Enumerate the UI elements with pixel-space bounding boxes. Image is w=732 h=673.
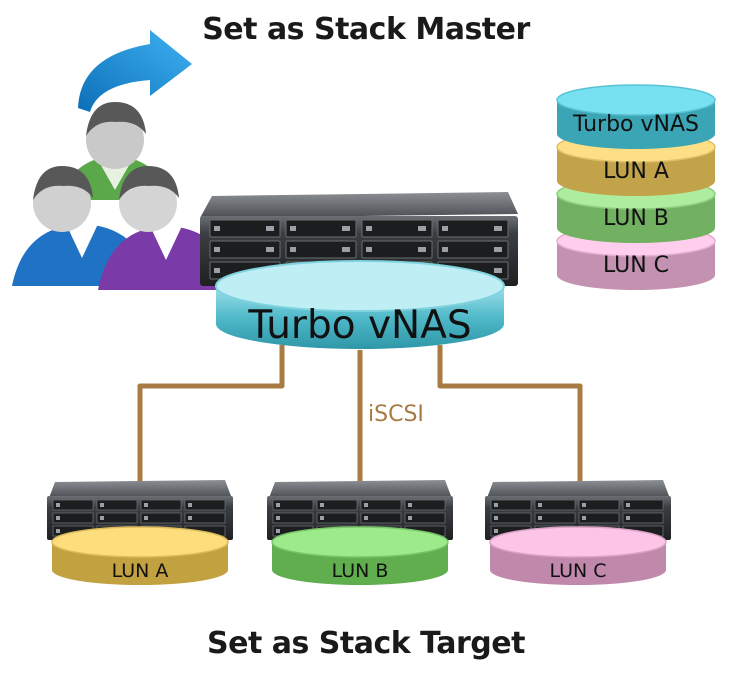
volume-disk-label: Turbo vNAS [572,112,699,137]
arrow-curve-icon [78,30,192,112]
target-servers: LUN A LUN B LUN C [47,480,671,585]
iscsi-cables [137,345,583,488]
master-disk-label: Turbo vNAS [247,303,471,348]
target-disk-label: LUN C [549,560,606,582]
iscsi-label: iSCSI [368,402,424,427]
drive-bay [209,240,281,259]
drive-bay [285,219,357,238]
users-group-icon [12,102,238,290]
target-server: LUN C [485,480,671,585]
master-disk: Turbo vNAS [215,260,505,349]
target-server: LUN B [267,480,453,585]
volume-disk: Turbo vNAS [556,84,716,149]
target-server: LUN A [47,480,233,585]
iscsi-cable [137,345,285,488]
target-disk-label: LUN A [112,560,169,582]
drive-bay [361,219,433,238]
drive-bay [285,240,357,259]
drive-bay [437,240,509,259]
stack-master-title: Set as Stack Master [202,12,530,47]
volume-disk-label: LUN C [603,253,669,278]
volume-disk-label: LUN B [603,206,669,231]
drive-bay [209,219,281,238]
volume-stack: LUN C LUN B LUN A Turbo vNAS [556,84,716,290]
iscsi-cable [437,345,583,488]
volume-disk-label: LUN A [603,159,669,184]
stack-target-title: Set as Stack Target [207,626,525,661]
drive-bay [361,240,433,259]
target-disk-label: LUN B [332,560,389,582]
drive-bay [437,219,509,238]
